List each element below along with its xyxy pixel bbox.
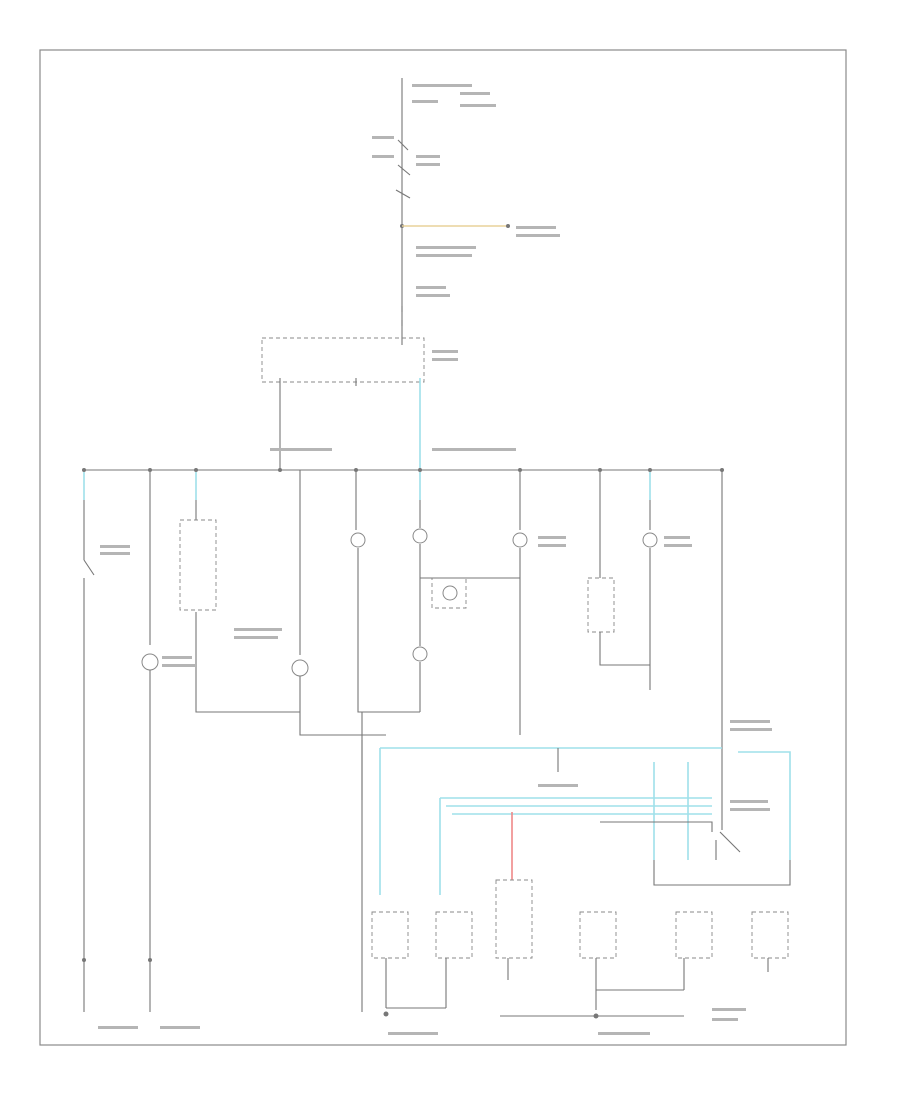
unreadable-label-marks <box>98 84 772 1035</box>
branch-6 <box>412 472 520 712</box>
branch-2 <box>141 472 159 1012</box>
lower-harness <box>361 740 791 895</box>
switch-box <box>261 337 425 470</box>
power-feed <box>395 78 510 345</box>
branch-9 <box>642 472 658 690</box>
bottom-modules <box>371 879 789 1019</box>
branch-4 <box>291 470 386 736</box>
branch-1 <box>82 472 95 1012</box>
branch-7 <box>512 472 528 735</box>
branch-5 <box>350 472 420 1012</box>
branch-8 <box>587 472 650 666</box>
branch-3 <box>179 472 300 713</box>
diagram-frame <box>39 49 847 1046</box>
